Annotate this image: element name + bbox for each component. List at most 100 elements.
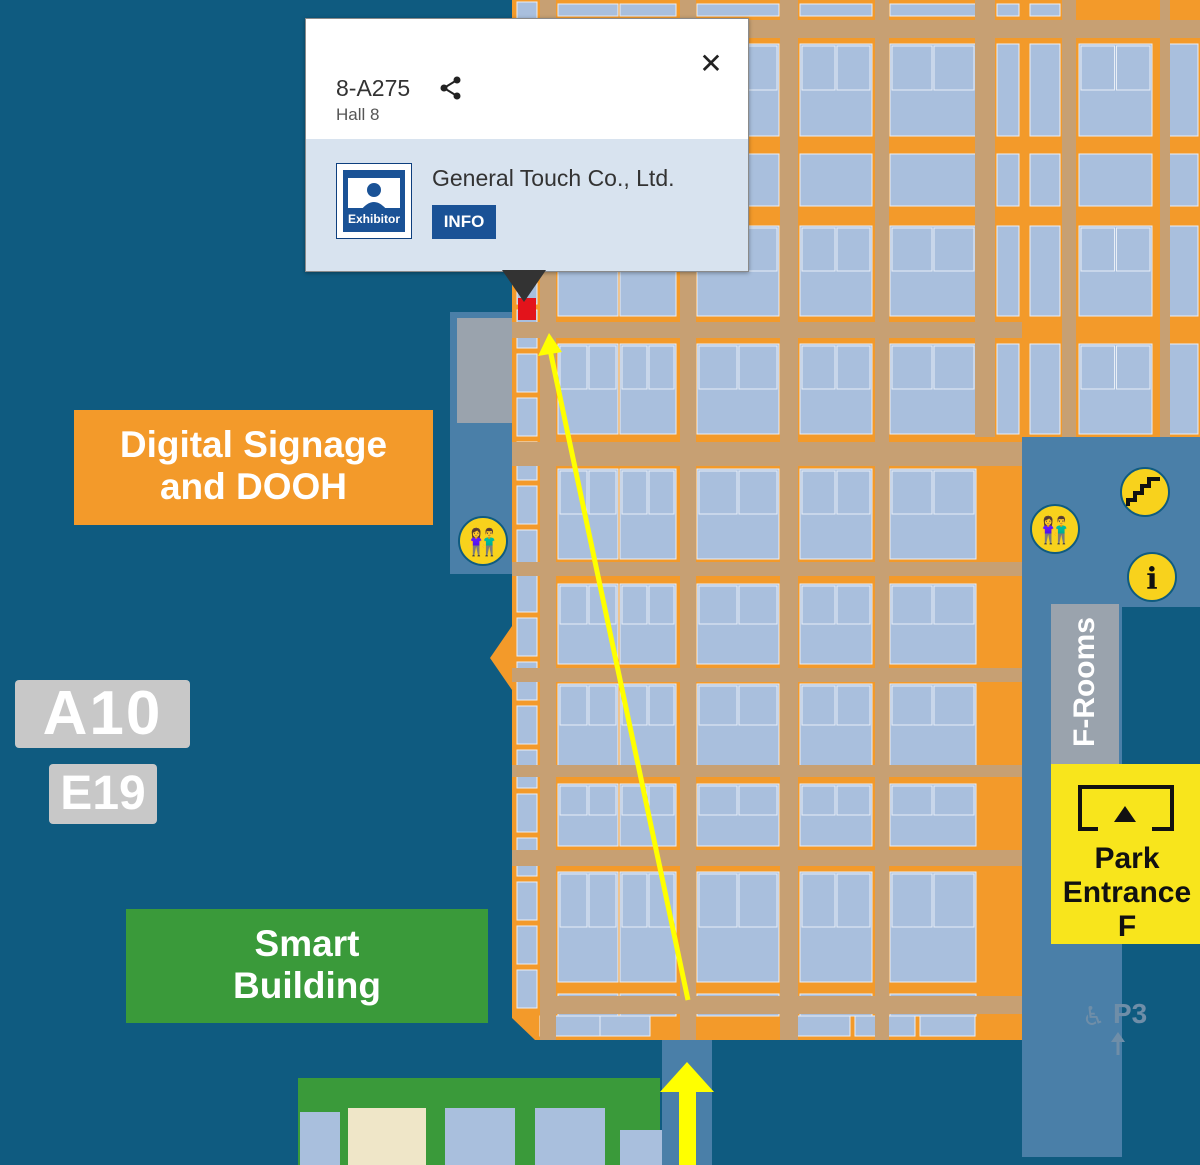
booth[interactable] [738,345,778,390]
booth[interactable] [836,345,871,390]
booth-block[interactable] [1029,3,1061,17]
selected-booth-8-A275[interactable] [518,298,536,320]
booth-block[interactable] [996,43,1020,137]
booth-block[interactable] [799,3,873,17]
booth[interactable] [698,345,738,390]
booth[interactable] [891,470,933,515]
booth-block[interactable] [1167,225,1199,317]
booth-block[interactable] [996,225,1020,317]
booth[interactable] [801,45,836,91]
booth-block[interactable] [1167,153,1199,207]
booth[interactable] [588,345,617,390]
info-button[interactable]: INFO [432,205,496,239]
booth[interactable] [698,873,738,928]
booth[interactable] [1116,45,1151,91]
booth[interactable] [738,685,778,726]
booth[interactable] [836,585,871,625]
booth[interactable] [648,345,675,390]
booth[interactable] [933,685,975,726]
booth[interactable] [559,345,588,390]
booth[interactable] [698,585,738,625]
booth[interactable] [559,685,588,726]
booth[interactable] [801,585,836,625]
booth-block[interactable] [1029,153,1061,207]
booth[interactable] [933,345,975,390]
booth[interactable] [933,45,975,91]
booth-block[interactable] [1029,225,1061,317]
booth[interactable] [588,873,617,928]
booth-block[interactable] [1029,343,1061,435]
booth[interactable] [516,705,538,745]
booth-block[interactable] [1029,43,1061,137]
booth[interactable] [516,573,538,613]
booth[interactable] [919,1015,976,1037]
booth-block[interactable] [889,3,977,17]
booth[interactable] [621,345,648,390]
booth[interactable] [836,227,871,272]
booth[interactable] [599,1015,651,1037]
booth[interactable] [648,470,675,515]
booth-info-popup[interactable]: 8-A275 Hall 8 ✕ Exhi [305,18,749,272]
booth[interactable] [1116,345,1151,390]
booth[interactable] [933,470,975,515]
booth[interactable] [588,785,617,816]
close-icon[interactable]: ✕ [699,48,723,79]
booth[interactable] [559,873,588,928]
booth[interactable] [621,470,648,515]
booth[interactable] [516,353,538,393]
booth[interactable] [891,227,933,272]
booth[interactable] [738,785,778,816]
booth[interactable] [801,685,836,726]
booth[interactable] [836,470,871,515]
booth[interactable] [801,470,836,515]
booth[interactable] [1080,227,1115,272]
booth[interactable] [891,45,933,91]
booth[interactable] [588,470,617,515]
booth[interactable] [559,785,588,816]
booth[interactable] [933,585,975,625]
booth[interactable] [1080,45,1115,91]
booth[interactable] [801,227,836,272]
booth[interactable] [836,785,871,816]
booth[interactable] [516,397,538,437]
booth[interactable] [516,793,538,833]
booth[interactable] [933,873,975,928]
booth[interactable] [648,785,675,816]
booth[interactable] [891,345,933,390]
booth[interactable] [648,585,675,625]
booth[interactable] [516,485,538,525]
booth[interactable] [891,785,933,816]
booth[interactable] [698,470,738,515]
booth-block[interactable] [996,343,1020,435]
booth-block[interactable] [619,3,677,17]
booth-block[interactable] [889,153,977,207]
booth[interactable] [801,785,836,816]
booth[interactable] [1116,227,1151,272]
booth[interactable] [698,785,738,816]
booth[interactable] [933,227,975,272]
booth[interactable] [588,685,617,726]
booth[interactable] [738,585,778,625]
booth[interactable] [738,873,778,928]
booth[interactable] [801,873,836,928]
booth[interactable] [621,585,648,625]
booth[interactable] [698,685,738,726]
booth[interactable] [891,585,933,625]
booth-block[interactable] [996,153,1020,207]
booth-block[interactable] [1167,343,1199,435]
booth[interactable] [648,685,675,726]
booth-block[interactable] [1078,153,1153,207]
booth[interactable] [516,925,538,965]
booth[interactable] [1080,345,1115,390]
booth-block[interactable] [996,3,1020,17]
booth[interactable] [559,585,588,625]
booth[interactable] [738,470,778,515]
booth[interactable] [836,45,871,91]
booth[interactable] [516,969,538,1009]
booth-block[interactable] [1167,43,1199,137]
booth[interactable] [933,785,975,816]
exhibitor-name[interactable]: General Touch Co., Ltd. [432,165,675,191]
booth[interactable] [516,881,538,921]
booth[interactable] [801,345,836,390]
